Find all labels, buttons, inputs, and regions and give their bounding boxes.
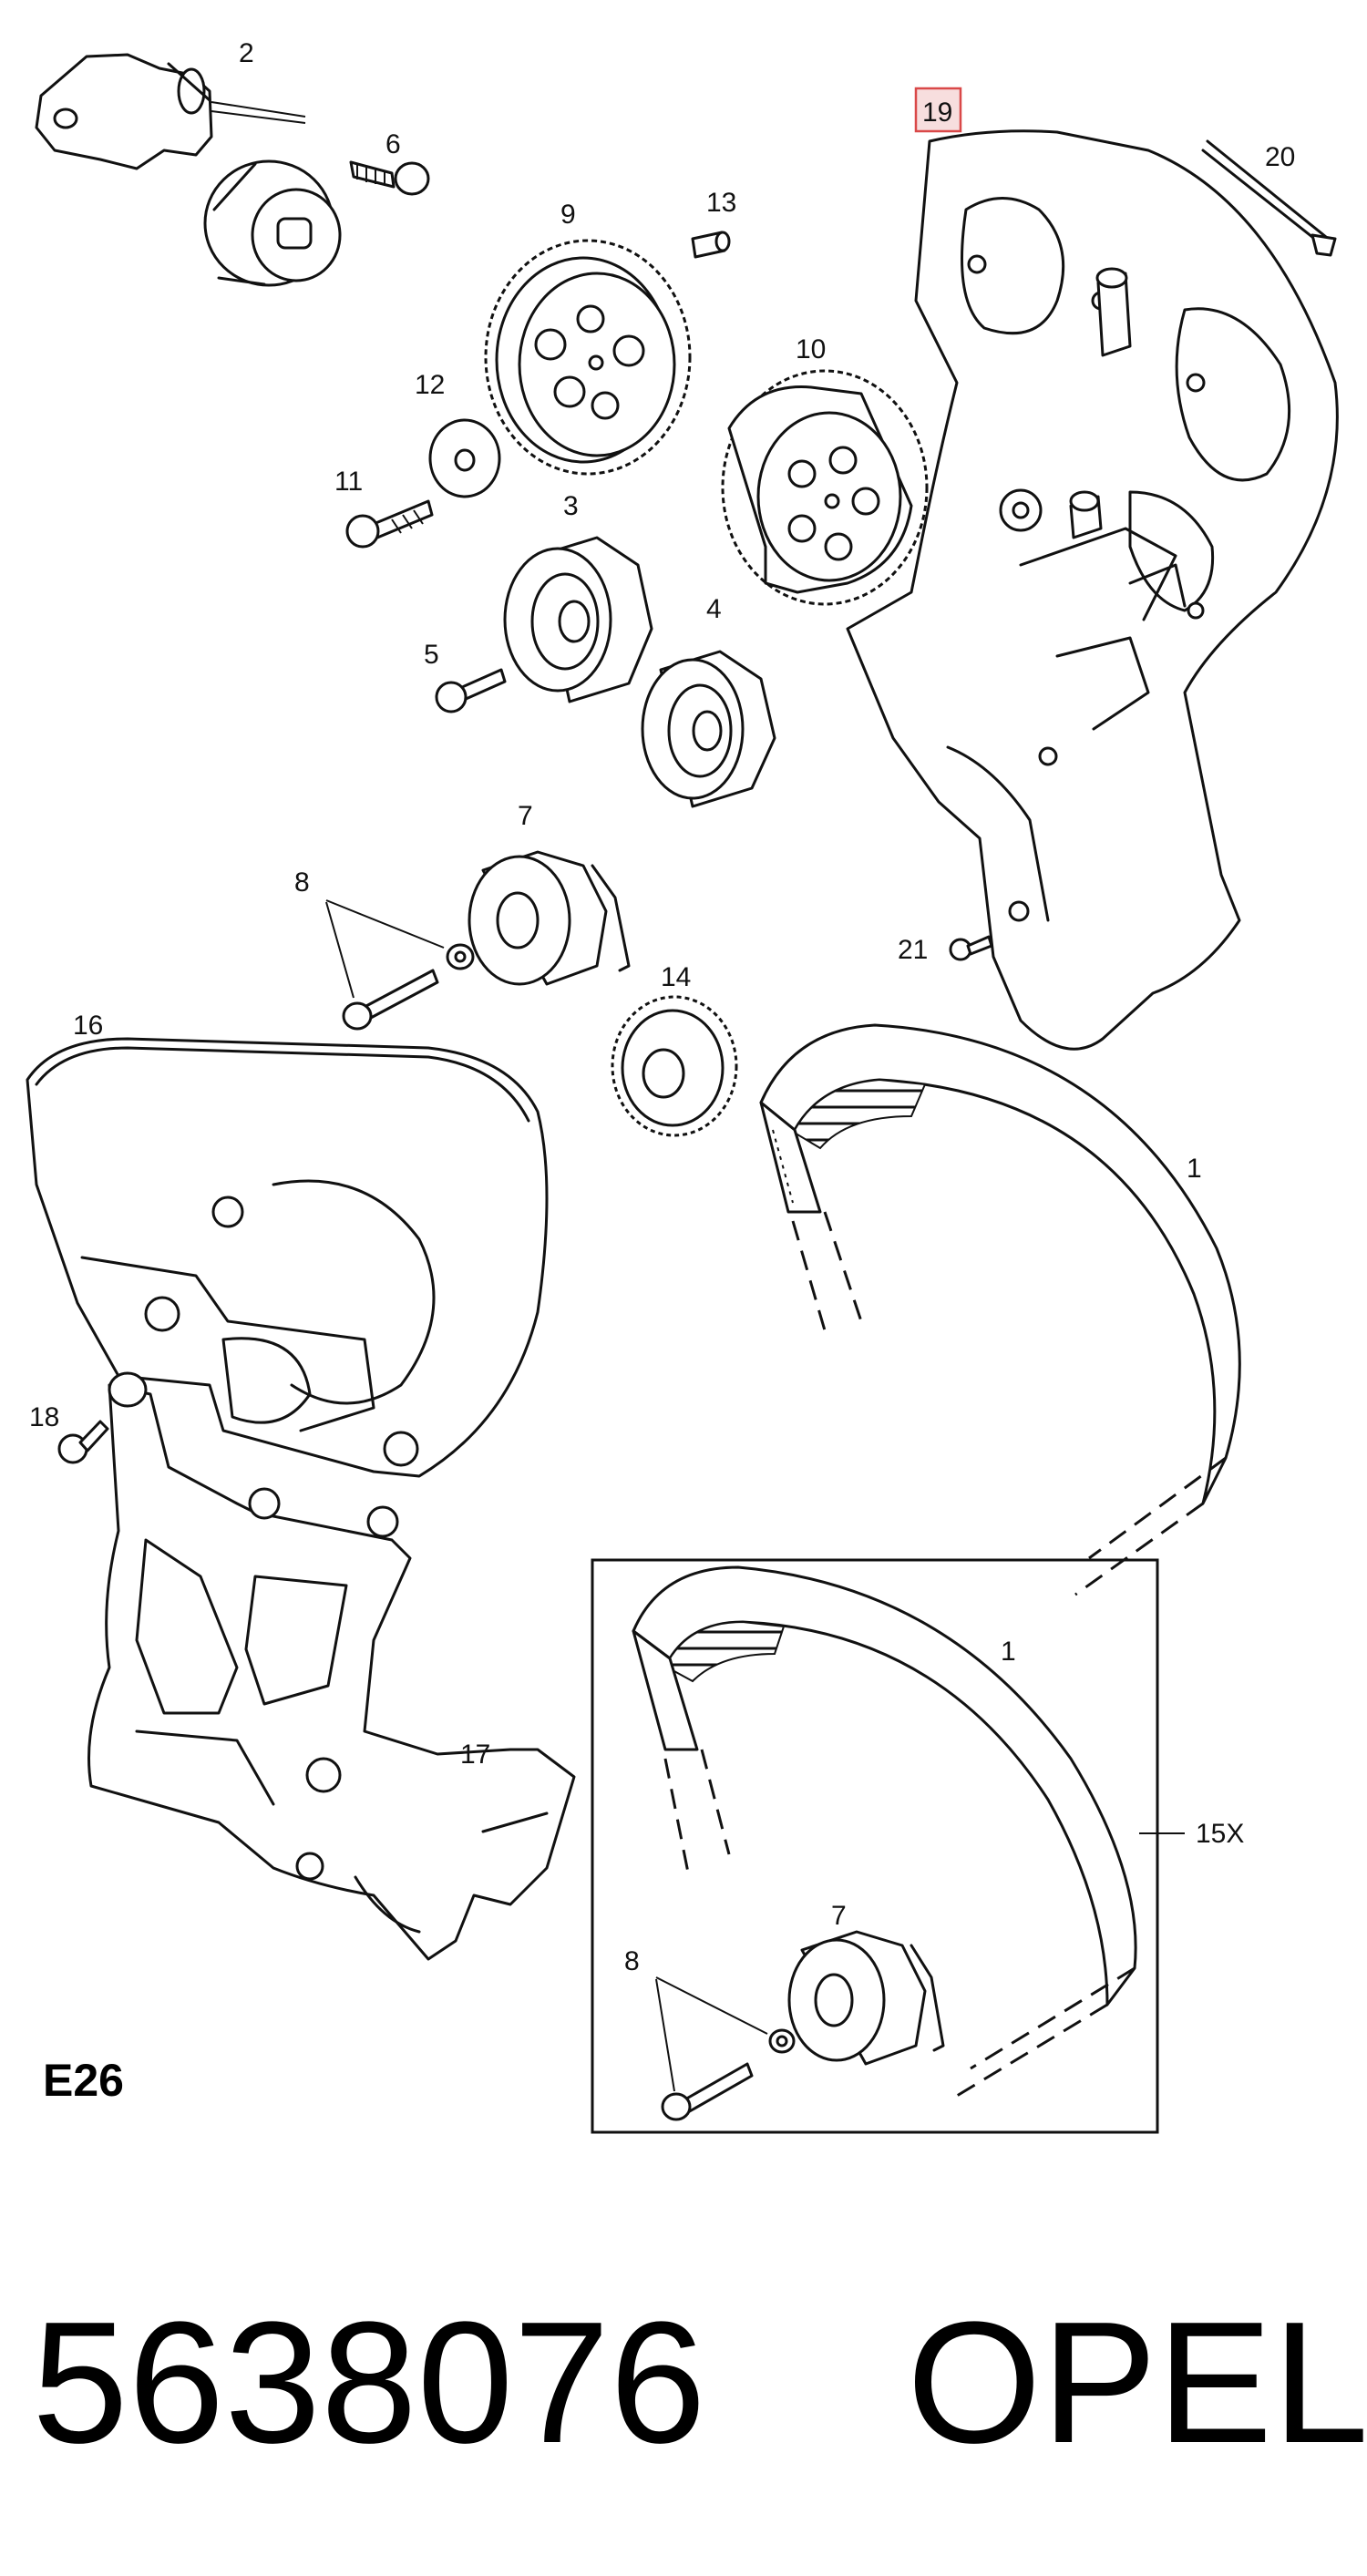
- callout-1-inset[interactable]: 1: [1001, 1637, 1016, 1667]
- crankshaft-sprocket-part-14: [611, 995, 738, 1137]
- camshaft-sprocket-part-10: [721, 369, 929, 606]
- timing-belt-part-1: [759, 1023, 1241, 1596]
- camshaft-sprocket-part-9: [484, 239, 692, 476]
- callout-13[interactable]: 13: [706, 188, 736, 218]
- bolt-part-21: [949, 935, 993, 961]
- callout-1[interactable]: 1: [1187, 1154, 1202, 1184]
- callout-9[interactable]: 9: [560, 200, 576, 230]
- callout-19-highlight-box: [914, 87, 962, 133]
- idler-pulley-part-4: [641, 650, 776, 808]
- callout-10[interactable]: 10: [796, 334, 826, 364]
- callout-15x[interactable]: 15X: [1196, 1819, 1244, 1849]
- upper-front-cover-part-16: [26, 1037, 549, 1478]
- callout-20[interactable]: 20: [1265, 142, 1295, 172]
- callout-8-inset[interactable]: 8: [624, 1946, 640, 1976]
- callout-7-inset[interactable]: 7: [831, 1901, 847, 1931]
- bolt-part-18: [57, 1420, 109, 1464]
- rear-timing-cover-part-19: [846, 129, 1339, 1051]
- belt-tensioner-part-7: [468, 850, 631, 986]
- brand-name: OPEL: [907, 2286, 1367, 2479]
- bolt-part-6: [349, 160, 430, 196]
- callout-7[interactable]: 7: [518, 801, 533, 831]
- lower-cover-part-17: [87, 1371, 576, 1961]
- callout-14[interactable]: 14: [661, 962, 691, 992]
- bolt-and-washer-part-8: [325, 899, 475, 1031]
- bolt-part-5: [435, 668, 507, 713]
- callout-5[interactable]: 5: [424, 640, 439, 670]
- callout-labels: 2 6 9 13 12 10 11 3 4 5 7 8 14 21 1 16 1…: [29, 38, 1295, 1976]
- section-code: E26: [43, 2055, 124, 2106]
- callout-2[interactable]: 2: [239, 38, 254, 68]
- washer-part-12: [428, 418, 501, 498]
- part-number: 5638076: [32, 2286, 706, 2479]
- callout-16[interactable]: 16: [73, 1011, 103, 1041]
- inset-kit-box-15x: [591, 1558, 1185, 2134]
- seal-strip-part-20: [1201, 139, 1337, 257]
- callout-21[interactable]: 21: [898, 935, 928, 965]
- callout-19[interactable]: 19: [922, 97, 952, 128]
- callout-8[interactable]: 8: [294, 867, 310, 898]
- callout-4[interactable]: 4: [706, 594, 722, 624]
- callout-17[interactable]: 17: [460, 1740, 490, 1770]
- callout-3[interactable]: 3: [563, 491, 579, 521]
- callout-6[interactable]: 6: [385, 129, 401, 159]
- tensioner-assembly-part-2: [35, 53, 342, 287]
- idler-pulley-part-3: [503, 536, 653, 703]
- bolt-part-11: [345, 499, 434, 549]
- callout-18[interactable]: 18: [29, 1402, 59, 1432]
- dowel-pin-part-13: [691, 231, 731, 259]
- callout-12[interactable]: 12: [415, 370, 445, 400]
- callout-11[interactable]: 11: [334, 467, 363, 497]
